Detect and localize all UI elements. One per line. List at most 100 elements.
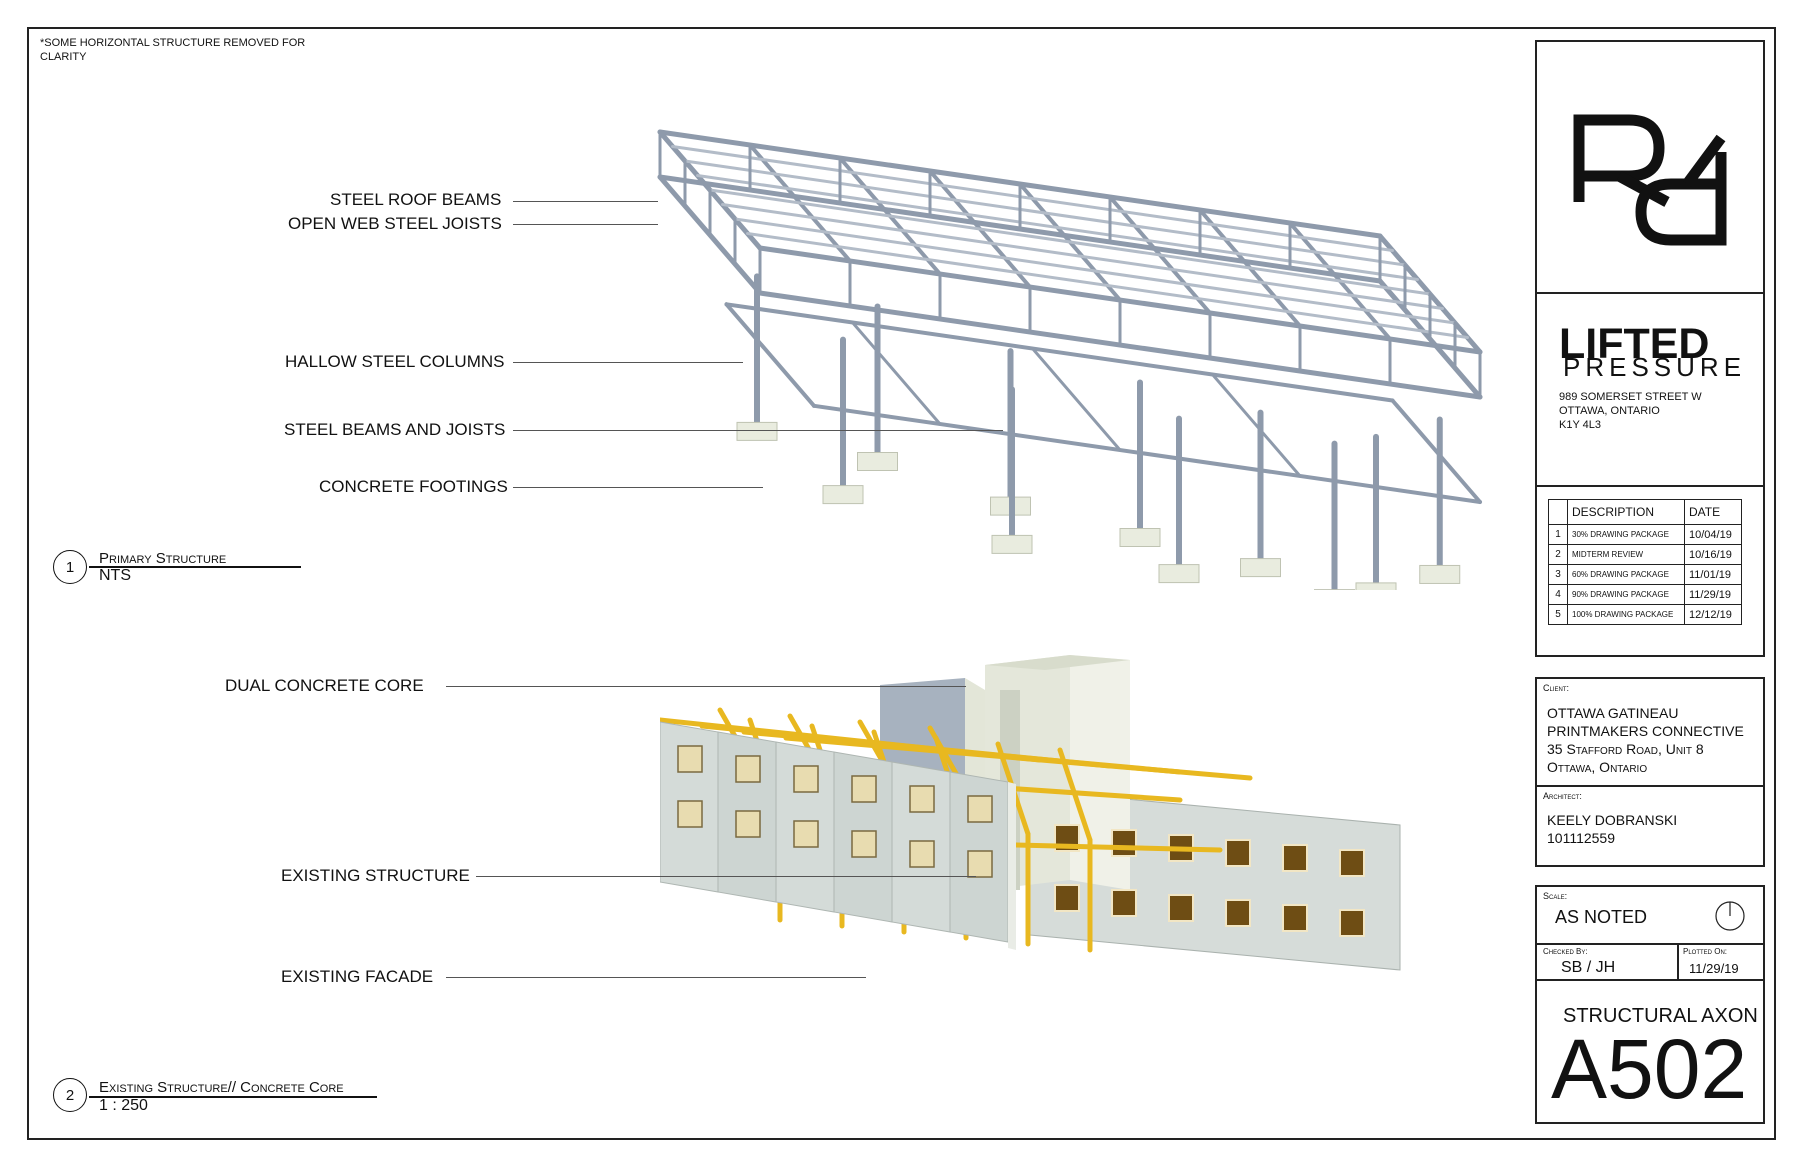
view-1-title-rule xyxy=(89,566,301,568)
firm-name-line-2: PRESSURE xyxy=(1563,352,1747,382)
steel-member xyxy=(724,302,816,408)
steel-member xyxy=(1211,373,1302,478)
steel-member xyxy=(696,174,1419,281)
revision-date: 11/29/19 xyxy=(1684,584,1742,605)
table-row: 1 30% DRAWING PACKAGE 10/04/19 xyxy=(1548,524,1742,545)
window xyxy=(735,755,761,783)
client-info: OTTAWA GATINEAU PRINTMAKERS CONNECTIVE 3… xyxy=(1547,704,1744,776)
plotted-on-value: 11/29/19 xyxy=(1689,961,1739,976)
window xyxy=(909,840,935,868)
view-2-scale: 1 : 250 xyxy=(99,1097,148,1114)
revision-number: 1 xyxy=(1548,524,1568,545)
revisions-table: DESCRIPTION DATE 1 30% DRAWING PACKAGE 1… xyxy=(1548,499,1742,625)
concrete-footing xyxy=(1419,564,1461,584)
steel-member xyxy=(812,403,1482,504)
address-line: K1Y 4L3 xyxy=(1559,419,1602,431)
steel-member xyxy=(708,188,1432,296)
sheet-title-panel: STRUCTURAL AXON A502 xyxy=(1535,979,1765,1124)
steel-member xyxy=(851,321,942,426)
revision-description: 100% DRAWING PACKAGE xyxy=(1567,604,1685,625)
window xyxy=(851,775,877,803)
revision-number: 2 xyxy=(1548,544,1568,565)
revision-number-header xyxy=(1548,499,1568,525)
steel-member xyxy=(733,217,1457,325)
window xyxy=(1339,909,1365,937)
window xyxy=(793,820,819,848)
scale-value: AS NOTED xyxy=(1555,907,1648,927)
firm-address: 989 SOMERSET STREET W OTTAWA, ONTARIO K1… xyxy=(1559,390,1702,432)
existing-member xyxy=(783,735,1253,781)
client-panel: Client: OTTAWA GATINEAU PRINTMAKERS CONN… xyxy=(1535,677,1765,787)
revision-description: 60% DRAWING PACKAGE xyxy=(1567,564,1685,585)
scale-panel: Scale: AS NOTED xyxy=(1535,885,1765,945)
checked-by-panel: Checked By: SB / JH xyxy=(1535,943,1679,981)
window xyxy=(1168,894,1194,922)
concrete-footing xyxy=(1119,528,1161,547)
callout-existing-structure: EXISTING STRUCTURE xyxy=(281,866,470,885)
leader-line xyxy=(513,487,763,488)
architect-name: KEELY DOBRANSKI xyxy=(1547,812,1678,828)
address-line: 989 SOMERSET STREET W xyxy=(1559,391,1702,403)
table-row: 4 90% DRAWING PACKAGE 11/29/19 xyxy=(1548,584,1742,605)
sheet-number: A502 xyxy=(1551,1022,1748,1116)
view-1-scale: NTS xyxy=(99,567,131,584)
table-row: 5 100% DRAWING PACKAGE 12/12/19 xyxy=(1548,604,1742,625)
callout-steel-beams-and-joists: STEEL BEAMS AND JOISTS xyxy=(284,420,506,439)
leader-line xyxy=(513,430,1003,431)
concrete-footing xyxy=(991,534,1033,554)
window xyxy=(1282,844,1308,872)
firm-name-line-1: LIFTED xyxy=(1559,320,1710,368)
callout-concrete-footings: CONCRETE FOOTINGS xyxy=(319,477,508,496)
window xyxy=(851,830,877,858)
checked-by-value: SB / JH xyxy=(1561,959,1616,976)
logo-panel xyxy=(1535,40,1765,295)
window xyxy=(1054,884,1080,912)
architect-id: 101112559 xyxy=(1547,830,1615,846)
window xyxy=(793,765,819,793)
revisions-panel: DESCRIPTION DATE 1 30% DRAWING PACKAGE 1… xyxy=(1535,485,1765,657)
view-2-number: 2 xyxy=(53,1078,87,1112)
revisions-header-row: DESCRIPTION DATE xyxy=(1548,499,1742,525)
leader-line xyxy=(446,977,866,978)
steel-member xyxy=(746,232,1469,339)
steel-member xyxy=(1031,347,1122,452)
callout-dual-concrete-core: DUAL CONCRETE CORE xyxy=(225,676,424,695)
table-row: 2 MIDTERM REVIEW 10/16/19 xyxy=(1548,544,1742,565)
callout-hallow-steel-columns: HALLOW STEEL COLUMNS xyxy=(285,352,505,371)
leader-line xyxy=(513,362,743,363)
revision-description-header: DESCRIPTION xyxy=(1567,499,1685,525)
concrete-footing xyxy=(822,485,864,505)
revision-date: 10/16/19 xyxy=(1684,544,1742,565)
plotted-on-label: Plotted On: xyxy=(1683,947,1728,956)
table-row: 3 60% DRAWING PACKAGE 11/01/19 xyxy=(1548,564,1742,585)
window xyxy=(677,800,703,828)
concrete-footing xyxy=(1355,582,1397,590)
client-line: 35 Stafford Road, Unit 8 xyxy=(1547,741,1704,757)
architect-label: Architect: xyxy=(1543,791,1582,801)
checked-by-label: Checked By: xyxy=(1543,947,1588,956)
revision-date: 10/04/19 xyxy=(1684,524,1742,545)
revision-description: MIDTERM REVIEW xyxy=(1567,544,1685,565)
client-line: Ottawa, Ontario xyxy=(1547,759,1648,775)
window xyxy=(967,850,993,878)
plotted-on-panel: Plotted On: 11/29/19 xyxy=(1677,943,1765,981)
window xyxy=(1339,849,1365,877)
concrete-core-top xyxy=(985,655,1130,670)
leader-line xyxy=(513,224,658,225)
revision-number: 3 xyxy=(1548,564,1568,585)
revision-date: 11/01/19 xyxy=(1684,564,1742,585)
revision-date-header: DATE xyxy=(1684,499,1742,525)
revision-description: 90% DRAWING PACKAGE xyxy=(1567,584,1685,605)
leader-line xyxy=(513,201,658,202)
client-line: PRINTMAKERS CONNECTIVE xyxy=(1547,723,1744,739)
revision-date: 12/12/19 xyxy=(1684,604,1742,625)
leader-line xyxy=(446,686,966,687)
window xyxy=(967,795,993,823)
concrete-footing xyxy=(857,452,898,471)
view-2-title-rule xyxy=(89,1096,377,1098)
revision-number: 5 xyxy=(1548,604,1568,625)
architect-info: KEELY DOBRANSKI 101112559 xyxy=(1547,811,1677,847)
client-label: Client: xyxy=(1543,683,1570,693)
steel-member xyxy=(671,145,1394,252)
leader-line xyxy=(476,876,976,877)
